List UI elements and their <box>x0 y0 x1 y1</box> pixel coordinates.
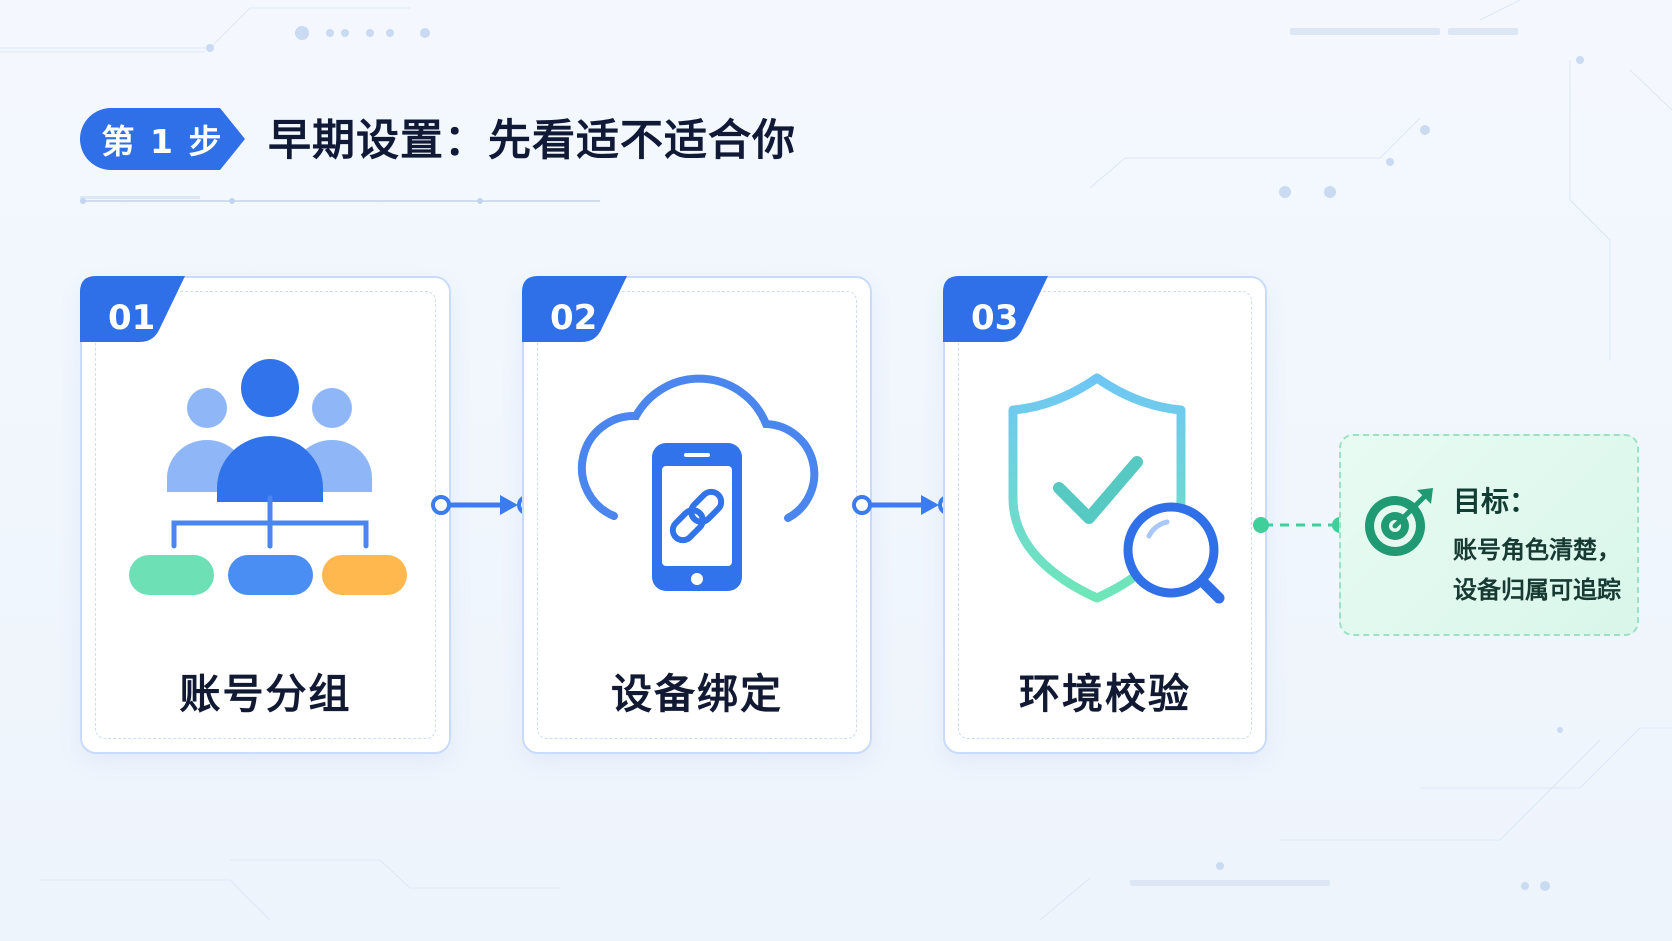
user-group-org-chart-icon <box>129 359 407 595</box>
step-card-1: 01 账号分组 <box>80 276 451 754</box>
step-badge-text: 第 1 步 <box>101 122 224 161</box>
goal-box: 目标： 账号角色清楚， 设备归属可追踪 <box>1339 434 1639 636</box>
target-arrow-icon <box>1365 488 1433 556</box>
page-title: 早期设置：先看适不适合你 <box>268 116 796 166</box>
step-badge-shape <box>80 108 245 170</box>
step-number-tab <box>522 276 627 342</box>
card-inner-border <box>537 291 857 739</box>
step-card-2: 02 设备绑定 <box>522 276 872 754</box>
step-number-tab <box>943 276 1048 342</box>
shield-check-search-icon <box>1008 373 1225 604</box>
step-number: 01 <box>108 298 156 338</box>
step-number-tab <box>80 276 185 342</box>
step-number: 02 <box>550 298 598 338</box>
goal-line-1: 账号角色清楚， <box>1453 536 1621 564</box>
step-card-3: 03 环境校验 <box>943 276 1267 754</box>
goal-connector <box>1253 517 1348 533</box>
goal-line-2: 设备归属可追踪 <box>1453 576 1621 604</box>
step-label: 设备绑定 <box>611 670 783 718</box>
step-label: 环境校验 <box>1019 670 1191 718</box>
step-number: 03 <box>971 298 1019 338</box>
card-inner-border <box>95 291 436 739</box>
cloud-phone-link-icon <box>577 374 819 591</box>
card-inner-border <box>958 291 1252 739</box>
title-divider <box>80 198 600 204</box>
step-badge: 第 1 步 <box>80 108 245 170</box>
step-label: 账号分组 <box>179 670 352 718</box>
goal-title: 目标： <box>1453 485 1538 518</box>
